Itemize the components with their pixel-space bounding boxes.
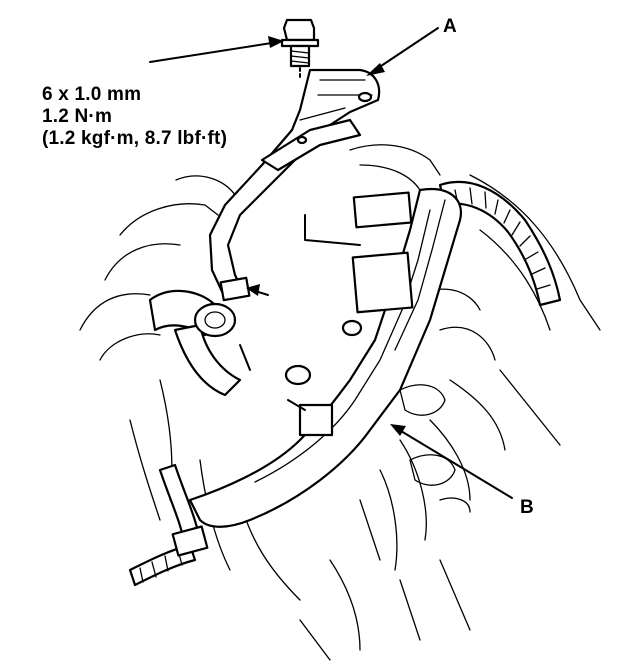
callout-b: B <box>520 497 534 518</box>
wiring-harness-left <box>128 463 209 587</box>
callout-a: A <box>443 16 457 37</box>
leader-arrows <box>149 27 513 499</box>
torque-alt-units: (1.2 kgf·m, 8.7 lbf·ft) <box>42 128 228 149</box>
clamp-bracket-a <box>208 68 381 302</box>
torque-value: 1.2 N·m <box>42 106 113 127</box>
flange-bolt <box>280 18 320 79</box>
bolt-size: 6 x 1.0 mm <box>42 84 142 105</box>
coolant-hose <box>148 289 312 397</box>
bolt-specification: 6 x 1.0 mm 1.2 N·m (1.2 kgf·m, 8.7 lbf·f… <box>42 84 227 150</box>
support-bracket-b <box>188 187 463 528</box>
